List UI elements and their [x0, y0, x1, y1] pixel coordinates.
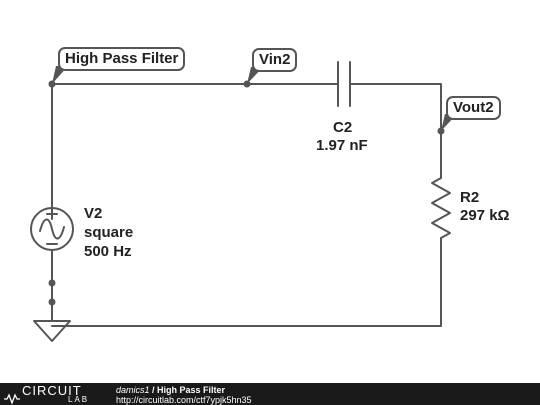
net-label-vout2: Vout2	[446, 96, 501, 120]
circuitlab-logo-icon	[4, 393, 20, 405]
footer-title-line: damics1 / High Pass Filter	[116, 385, 225, 395]
capacitor-value: 1.97 nF	[316, 137, 368, 154]
resistor-name: R2	[460, 189, 480, 206]
logo-text-circuit: CIRCUIT	[22, 383, 82, 398]
footer-bar: CIRCUIT LAB damics1 / High Pass Filter h…	[0, 383, 540, 405]
capacitor-name: C2	[333, 119, 353, 136]
resistor-value: 297 kΩ	[460, 207, 510, 224]
ground-icon	[33, 320, 71, 342]
source-wave: square	[84, 224, 134, 241]
wire-top-right	[349, 83, 442, 179]
logo-text-lab: LAB	[68, 395, 90, 404]
source-name: V2	[84, 205, 103, 222]
wire-right-bottom	[51, 237, 442, 327]
schematic-canvas: High Pass Filter Vin2 Vout2 C2 1.97 nF R…	[30, 47, 510, 342]
footer-title: High Pass Filter	[157, 385, 226, 395]
resistor-zigzag	[431, 177, 451, 239]
sine-wave-icon	[39, 218, 65, 240]
source-frequency: 500 Hz	[84, 243, 132, 260]
footer-separator: /	[149, 385, 158, 395]
net-label-vin2: Vin2	[252, 48, 298, 72]
junction-dot	[48, 298, 56, 306]
footer-url[interactable]: http://circuitlab.com/ctf7ypjk5hn35	[116, 395, 252, 405]
net-label-high-pass-filter: High Pass Filter	[58, 47, 186, 71]
footer-user[interactable]: damics1	[116, 385, 150, 395]
junction-dot	[48, 279, 56, 287]
